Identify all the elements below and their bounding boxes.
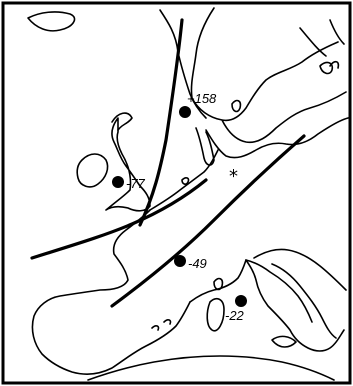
coastline-north-africa bbox=[87, 355, 335, 381]
front-line-north bbox=[138, 18, 184, 227]
coastline-scandinavia bbox=[190, 7, 347, 144]
coastline-north-sea bbox=[149, 149, 219, 211]
coastline-finland bbox=[299, 19, 345, 57]
coastline-mediterranean bbox=[189, 259, 345, 352]
station-scandinavia-label: +158 bbox=[187, 91, 217, 106]
island-corsica bbox=[213, 277, 224, 291]
coastline-scotland bbox=[111, 112, 133, 131]
coastline-baltic bbox=[205, 117, 349, 159]
island-small-lake bbox=[319, 61, 334, 75]
station-italy-label: -22 bbox=[225, 308, 245, 323]
coastline-great-britain bbox=[105, 117, 151, 212]
front-line-west bbox=[30, 178, 208, 260]
coastline-france-iberia bbox=[31, 209, 191, 375]
front-line-diagonal bbox=[110, 134, 306, 308]
island-gotland bbox=[231, 99, 242, 113]
asterisk-marker: * bbox=[229, 166, 238, 187]
island-small-lake-2 bbox=[329, 60, 340, 69]
coastline-italy bbox=[245, 259, 337, 339]
station-britain-dot bbox=[112, 176, 124, 188]
coastline-north-atlantic bbox=[27, 11, 76, 32]
coastline-denmark bbox=[195, 127, 215, 166]
station-scandinavia-dot bbox=[179, 106, 191, 118]
station-italy-dot bbox=[235, 295, 247, 307]
station-france-dot bbox=[174, 255, 186, 267]
coastline-balkans bbox=[253, 248, 347, 291]
coastline-norway bbox=[159, 9, 207, 119]
island-sicily bbox=[271, 335, 297, 348]
island-sardinia bbox=[206, 297, 225, 332]
coastline-ireland bbox=[76, 153, 109, 188]
station-britain-label: -77 bbox=[126, 176, 146, 191]
island-balearics bbox=[151, 319, 172, 331]
island-denmark-small bbox=[181, 177, 190, 185]
station-france-label: -49 bbox=[188, 256, 207, 271]
